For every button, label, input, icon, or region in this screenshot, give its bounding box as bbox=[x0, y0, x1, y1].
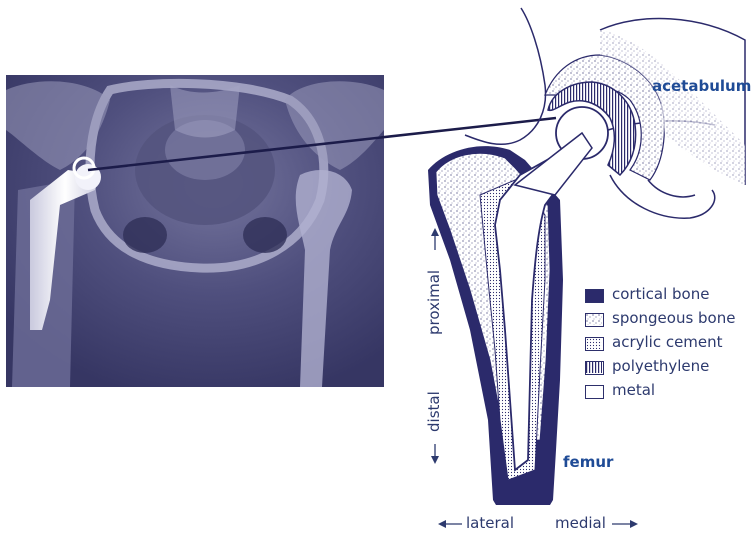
legend-label: metal bbox=[612, 381, 655, 399]
cortical-bone-swatch bbox=[585, 289, 604, 303]
xray-image bbox=[6, 75, 384, 387]
lateral-label: lateral bbox=[466, 514, 514, 532]
acetabulum-label: acetabulum bbox=[652, 77, 751, 95]
proximal-label: proximal bbox=[425, 270, 443, 335]
femur-label: femur bbox=[563, 453, 613, 471]
legend-label: cortical bone bbox=[612, 285, 709, 303]
legend-label: spongeous bone bbox=[612, 309, 735, 327]
metal-swatch bbox=[585, 385, 604, 399]
distal-label: distal bbox=[425, 391, 443, 432]
polyethylene-swatch bbox=[585, 361, 604, 375]
femur-drawing bbox=[428, 133, 592, 505]
legend-label: polyethylene bbox=[612, 357, 709, 375]
medial-label: medial bbox=[555, 514, 606, 532]
acrylic-cement-swatch bbox=[585, 337, 604, 351]
legend-label: acrylic cement bbox=[612, 333, 723, 351]
spongeous-bone-swatch bbox=[585, 313, 604, 327]
